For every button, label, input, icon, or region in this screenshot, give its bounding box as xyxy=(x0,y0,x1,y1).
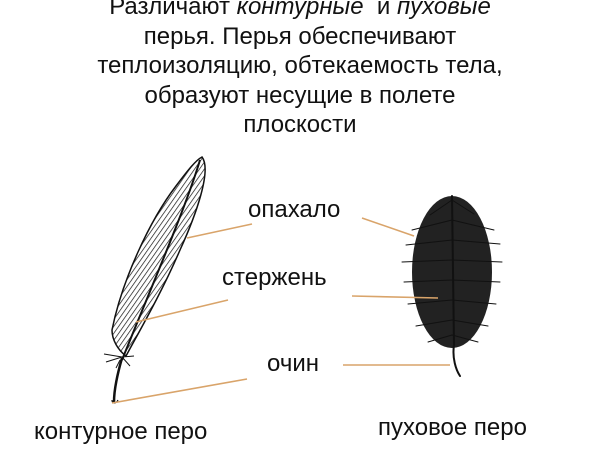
caption-down-feather: пуховое перо xyxy=(378,414,527,441)
title-text: Различают xyxy=(109,0,237,20)
contour-feather-icon xyxy=(103,156,206,404)
label-shaft: стержень xyxy=(222,264,327,291)
term-down: пуховые xyxy=(396,0,491,20)
leader-shaft-contour xyxy=(135,299,229,323)
title-text: и xyxy=(363,0,397,20)
label-quill: очин xyxy=(267,350,319,377)
description-text: Различают контурные и пуховые перья. Пер… xyxy=(0,0,600,140)
leader-shaft-down xyxy=(351,295,439,299)
title-line-3: теплоизоляцию, обтекаемость тела, xyxy=(97,52,503,79)
leader-quill-contour xyxy=(111,378,248,404)
down-feather-icon xyxy=(401,195,503,377)
title-line-4: образуют несущие в полете xyxy=(144,81,456,109)
label-vane: опахало xyxy=(248,196,341,223)
leader-lines xyxy=(111,217,450,404)
term-contour: контурные xyxy=(236,0,364,20)
title-line-1: Различают контурные и пуховые xyxy=(0,0,600,22)
leader-vane-contour xyxy=(186,223,253,239)
caption-contour-feather: контурное перо xyxy=(34,418,208,445)
leader-vane-down xyxy=(361,217,415,237)
title-line-2: перья. Перья обеспечивают xyxy=(143,22,457,50)
title-line-5: плоскости xyxy=(243,111,357,138)
